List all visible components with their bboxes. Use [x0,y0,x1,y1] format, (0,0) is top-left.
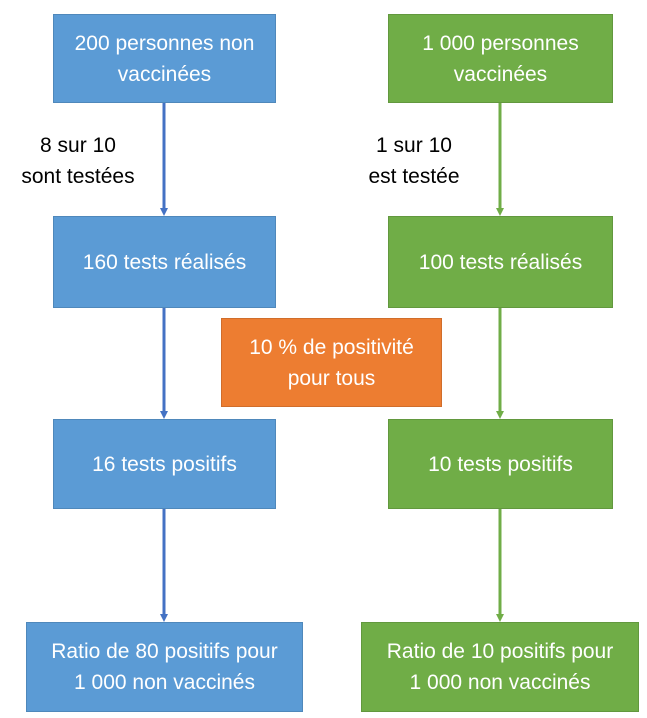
vaccinated-ratio-box: Ratio de 10 positifs pour 1 000 non vacc… [361,622,639,712]
positivity-rate-note: 10 % de positivité pour tous [221,318,442,407]
vaccinated-tests-text: 100 tests réalisés [418,250,583,274]
vaccinated-people-text: 1 000 personnes vaccinées [422,31,579,86]
vaccinated-tests-box: 100 tests réalisés [388,216,613,308]
vaccinated-positives-box: 10 tests positifs [388,419,613,509]
vaccinated-people-box: 1 000 personnes vaccinées [388,14,613,103]
unvaccinated-ratio-text: Ratio de 80 positifs pour 1 000 non vacc… [51,640,278,694]
positivity-rate-text: 10 % de positivité pour tous [249,335,414,390]
unvaccinated-people-text: 200 personnes non vaccinées [74,31,255,86]
unvaccinated-test-rate-label: 8 sur 10 sont testées [21,134,135,188]
unvaccinated-tests-text: 160 tests réalisés [82,250,247,274]
unvaccinated-tests-box: 160 tests réalisés [53,216,276,308]
vaccinated-positives-text: 10 tests positifs [428,452,573,476]
unvaccinated-ratio-box: Ratio de 80 positifs pour 1 000 non vacc… [26,622,303,712]
unvaccinated-people-box: 200 personnes non vaccinées [53,14,276,103]
vaccinated-test-rate-label: 1 sur 10 est testée [368,134,460,188]
unvaccinated-positives-box: 16 tests positifs [53,419,276,509]
unvaccinated-positives-text: 16 tests positifs [92,452,237,476]
vaccinated-ratio-text: Ratio de 10 positifs pour 1 000 non vacc… [386,640,614,694]
